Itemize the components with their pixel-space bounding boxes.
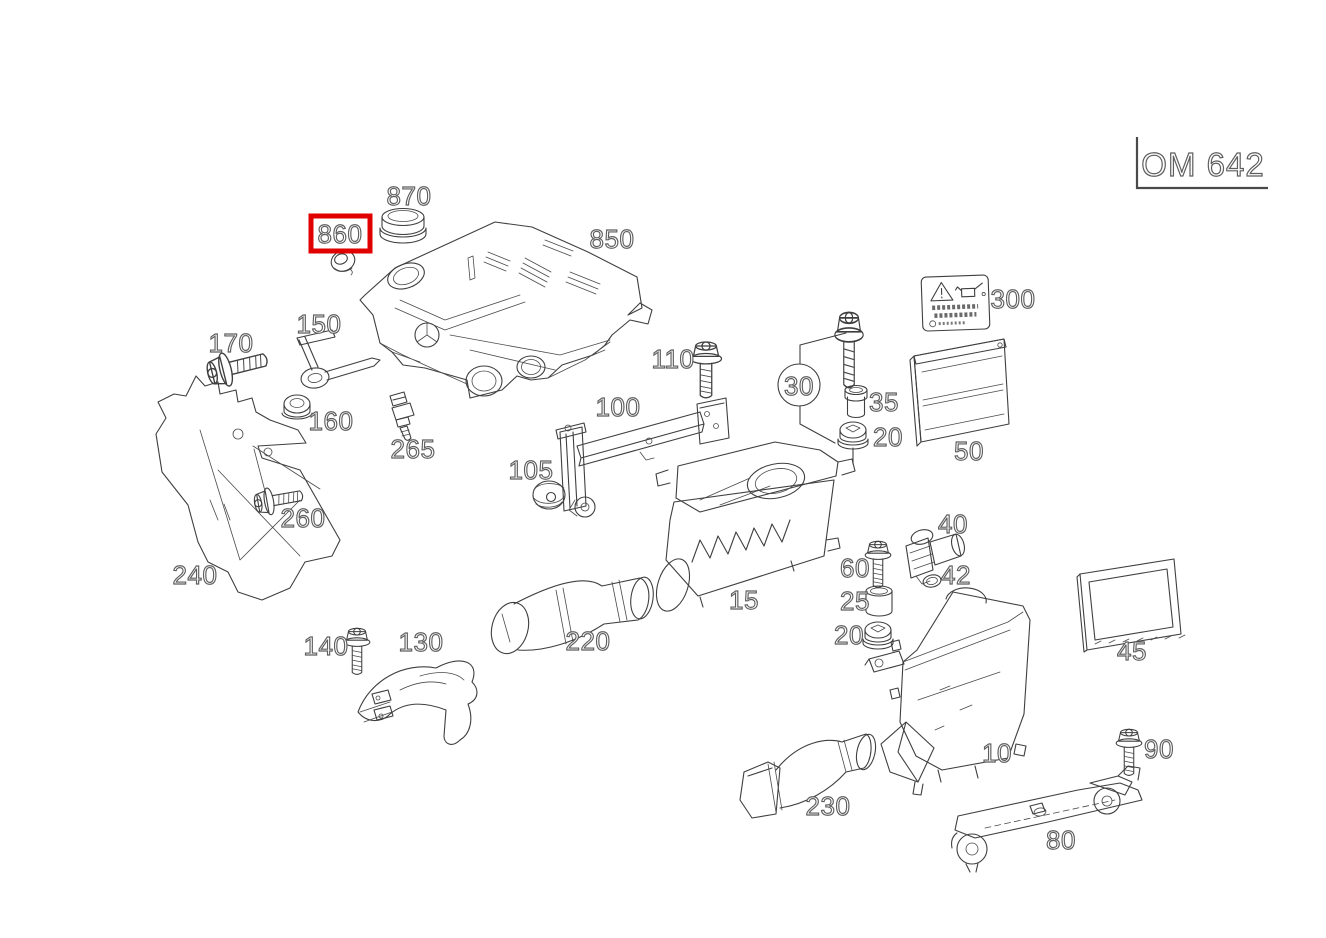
part-drawing-maf-sensor-40: [905, 529, 966, 585]
callout-50[interactable]: 50: [953, 435, 984, 466]
part-drawing-bolt-30: [833, 311, 865, 389]
callout-35[interactable]: 35: [868, 386, 899, 417]
callout-260[interactable]: 260: [280, 502, 326, 533]
callout-40[interactable]: 40: [937, 508, 968, 539]
part-drawing-bolt-110: [689, 341, 723, 399]
callout-170[interactable]: 170: [208, 327, 254, 358]
part-drawing-grommet-20-lower: [862, 621, 894, 650]
callout-230[interactable]: 230: [805, 790, 851, 821]
callout-150[interactable]: 150: [296, 308, 342, 339]
part-drawing-filter-element-50: [909, 338, 1010, 447]
callout-850[interactable]: 850: [589, 223, 635, 254]
part-drawing-bracket-80: [951, 765, 1143, 873]
callout-20-upper[interactable]: 20: [872, 421, 903, 452]
selected-part-highlight: [308, 213, 373, 254]
callout-140[interactable]: 140: [303, 630, 349, 661]
part-drawing-cowl-130: [357, 660, 478, 745]
callout-15[interactable]: 15: [728, 584, 759, 615]
callout-20-lower[interactable]: 20: [833, 619, 864, 650]
part-drawing-cap-870: [379, 207, 427, 244]
callout-105[interactable]: 105: [508, 454, 554, 485]
part-drawing-grommet-160: [281, 394, 313, 420]
callout-90[interactable]: 90: [1143, 733, 1174, 764]
part-drawing-duct-220: [490, 576, 654, 655]
callout-30[interactable]: 30: [783, 370, 814, 401]
part-drawing-engine-cover-850: [359, 221, 653, 399]
callout-100[interactable]: 100: [595, 391, 641, 422]
callout-220[interactable]: 220: [565, 625, 611, 656]
part-drawing-bracket-150: [296, 329, 381, 389]
callout-130[interactable]: 130: [398, 626, 444, 657]
callout-300[interactable]: 300: [990, 283, 1036, 314]
part-drawing-seal-frame-45: [1076, 558, 1186, 653]
callout-265[interactable]: 265: [390, 433, 436, 464]
callout-42[interactable]: 42: [940, 559, 971, 590]
part-drawing-grommet-105: [532, 480, 566, 510]
engine-model-code: OM 642: [1141, 146, 1264, 183]
callout-240[interactable]: 240: [172, 559, 218, 590]
part-drawing-bolt-90: [1115, 728, 1143, 776]
callout-860[interactable]: 860: [317, 218, 363, 249]
callout-25[interactable]: 25: [839, 585, 870, 616]
part-drawing-bracket-100: [555, 397, 730, 518]
callout-870[interactable]: 870: [386, 180, 432, 211]
callout-60[interactable]: 60: [839, 552, 870, 583]
title-block: OM 642: [1135, 137, 1268, 190]
callout-110[interactable]: 110: [651, 343, 695, 374]
callout-10[interactable]: 10: [981, 737, 1012, 768]
part-drawing-sensor-265: [389, 391, 415, 441]
part-drawing-sleeve-25: [865, 585, 893, 617]
part-drawing-oring-42: [922, 574, 942, 588]
part-drawing-duct-230: [739, 733, 877, 819]
leader-lines-shield: [252, 445, 321, 496]
callout-45[interactable]: 45: [1116, 635, 1147, 666]
part-drawing-filter-housing-15: [655, 441, 856, 612]
callout-labels: 870 860 850 300 170 150 110 100 30 35 20…: [172, 180, 1174, 855]
part-drawing-bushing-35: [844, 384, 868, 419]
part-drawing-airbox-10: [864, 587, 1031, 796]
part-drawing-warning-label-300: [920, 274, 991, 332]
callout-160[interactable]: 160: [308, 405, 354, 436]
circle-callout-30: [777, 363, 821, 407]
part-drawing-grommet-20-upper: [837, 421, 869, 450]
callout-80[interactable]: 80: [1045, 824, 1076, 855]
